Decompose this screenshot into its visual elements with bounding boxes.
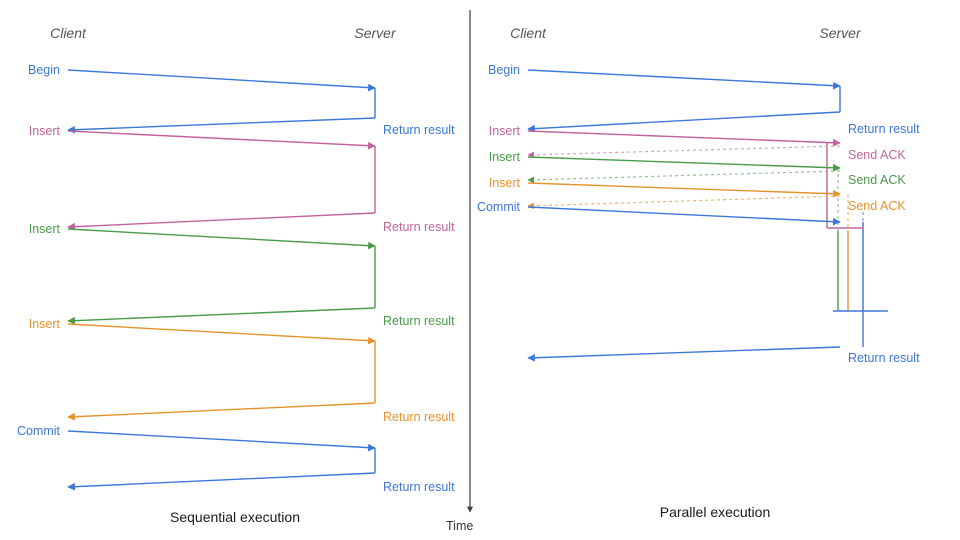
message-insert1-ack (527, 145, 841, 159)
message-label-begin-request: Begin (28, 63, 60, 77)
time-axis-label: Time (446, 519, 474, 533)
message-label-insert1-response: Return result (383, 220, 455, 234)
message-insert1-request (67, 130, 376, 150)
message-label-insert1-ack: Send ACK (848, 148, 906, 162)
message-begin-request (67, 69, 376, 92)
message-label-insert1-request: Insert (489, 124, 521, 138)
message-insert3-request (527, 182, 841, 198)
message-insert2-ack (527, 170, 841, 184)
sequential-messages (67, 69, 376, 491)
message-insert1-response (67, 212, 376, 231)
message-label-insert3-ack: Send ACK (848, 199, 906, 213)
message-label-insert2-ack: Send ACK (848, 173, 906, 187)
message-insert2-request (527, 156, 841, 172)
lane-header-sequential-client: Client (50, 25, 87, 41)
message-label-insert2-request: Insert (29, 222, 61, 236)
message-label-commit-response: Return result (383, 480, 455, 494)
message-label-begin-response: Return result (383, 123, 455, 137)
lane-header-parallel-client: Client (510, 25, 547, 41)
message-label-begin-response: Return result (848, 122, 920, 136)
message-insert3-ack (527, 195, 841, 210)
message-label-begin-request: Begin (488, 63, 520, 77)
message-insert2-request (67, 228, 376, 250)
message-insert3-response (67, 402, 376, 421)
message-label-insert3-response: Return result (383, 410, 455, 424)
parallel-messages (527, 69, 841, 362)
message-label-insert2-response: Return result (383, 314, 455, 328)
message-label-insert3-request: Insert (29, 317, 61, 331)
message-commit-response (67, 472, 376, 491)
message-begin-request (527, 69, 841, 90)
message-label-commit-request: Commit (477, 200, 521, 214)
parallel-join-bars (827, 227, 888, 312)
message-label-insert2-request: Insert (489, 150, 521, 164)
caption-parallel: Parallel execution (659, 504, 771, 520)
message-insert3-request (67, 323, 376, 345)
parallel-server-spans (826, 86, 864, 347)
message-commit-request (527, 206, 841, 226)
caption-sequential: Sequential execution (170, 509, 300, 525)
lane-header-sequential-server: Server (354, 25, 397, 41)
message-label-commit-response: Return result (848, 351, 920, 365)
message-label-commit-request: Commit (17, 424, 61, 438)
message-commit-request (67, 430, 376, 452)
message-insert1-request (527, 130, 841, 147)
lane-headers: Client Server Client Server (50, 25, 862, 41)
message-label-insert3-request: Insert (489, 176, 521, 190)
message-insert2-response (67, 307, 376, 325)
message-commit-response (527, 346, 841, 362)
lane-header-parallel-server: Server (819, 25, 862, 41)
message-label-insert1-request: Insert (29, 124, 61, 138)
message-begin-response (67, 117, 376, 134)
message-begin-response (527, 111, 841, 133)
